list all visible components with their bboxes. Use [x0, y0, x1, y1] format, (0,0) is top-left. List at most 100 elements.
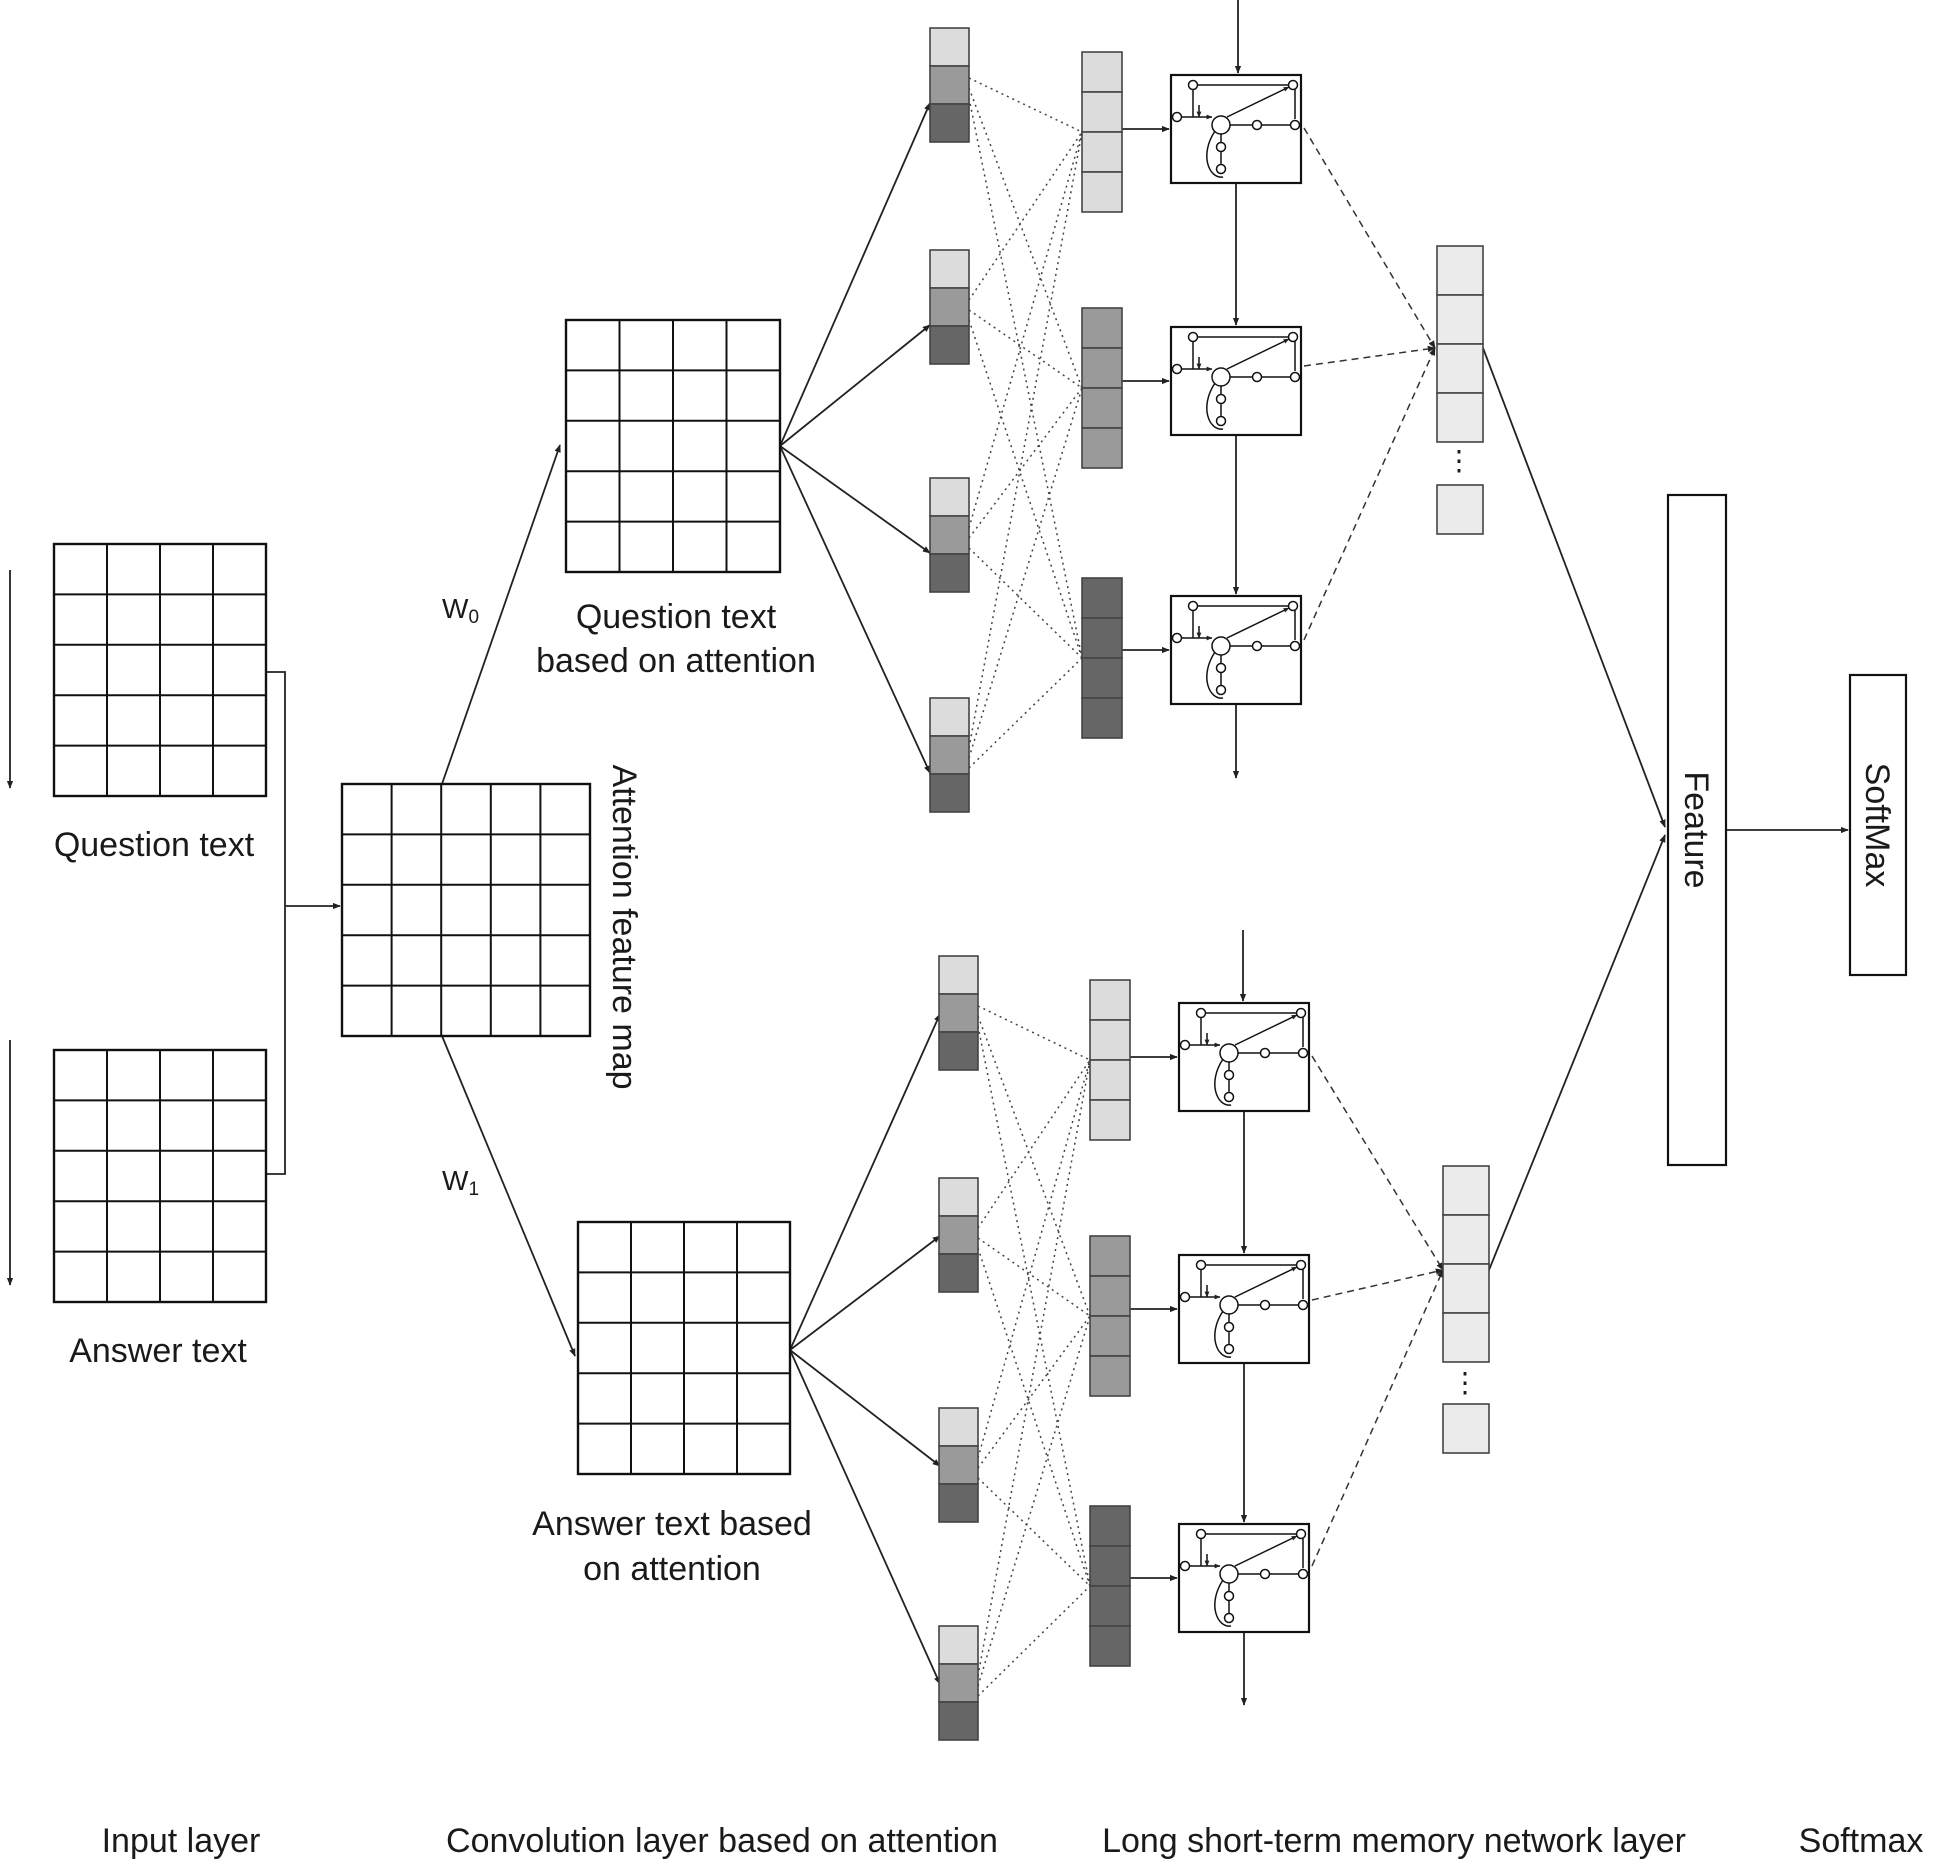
answer-conv-arrow-3 [789, 1349, 941, 1685]
question-conv-pool-link-1-1 [968, 309, 1083, 389]
answer-pool-vector-1-cell [1089, 1275, 1131, 1317]
answer-conv-vector-3 [938, 1625, 979, 1741]
question-lstm-cell-2-frame [1169, 594, 1303, 706]
answer-lstm-cell-2-gate-node [1195, 1528, 1207, 1540]
question-attention-label-line1: Question text [576, 598, 777, 636]
answer-lstm-cell-1-mult-node [1223, 1321, 1235, 1333]
question-output-vector-cell [1436, 294, 1484, 345]
question-conv-arrow-3 [779, 445, 931, 774]
w1-main: W [442, 1165, 469, 1196]
question-conv-vector-1-cell [929, 287, 970, 327]
connection-lines [6, 0, 1849, 1706]
answer-lstm-out-dashed-1 [1311, 1268, 1444, 1301]
question-lstm-out-dashed-1 [1303, 345, 1436, 367]
question-lstm-cell-0-diag-path [1226, 86, 1290, 118]
question-conv-vector-1-cell [929, 249, 970, 289]
answer-output-vector-cell [1442, 1263, 1490, 1314]
question-output-vector [1436, 245, 1484, 443]
answer-conv-vector-3-cell [938, 1701, 979, 1741]
question-lstm-cell-1-cell-node [1211, 367, 1231, 387]
answer-attention-label-line2: on attention [583, 1550, 761, 1588]
input-layer-label: Input layer [102, 1822, 261, 1860]
w1-arrow [441, 1035, 576, 1357]
question-output-vector-cell [1436, 343, 1484, 394]
answer-conv-vector-0-cell [938, 993, 979, 1033]
answer-lstm-cell-1-cell-node [1219, 1295, 1239, 1315]
question-text-matrix [52, 542, 268, 798]
answer-conv-vector-0 [938, 955, 979, 1071]
bottom-vector-ellipsis: ⋮ [1451, 1367, 1479, 1398]
question-conv-arrow-1 [779, 324, 931, 447]
softmax-box [1848, 673, 1908, 977]
question-pool-vector-1-cell [1081, 347, 1123, 389]
answer-conv-vector-2-cell [938, 1407, 979, 1447]
answer-lstm-cell-0-cell-node [1219, 1043, 1239, 1063]
w0-main: W [442, 593, 469, 624]
answer-to-feature-arrow [1488, 834, 1666, 1271]
question-pool-vector-2-cell [1081, 577, 1123, 619]
question-conv-vector-2 [929, 477, 970, 593]
answer-lstm-cell-0-self-loop [1214, 1058, 1232, 1106]
answer-pool-vector-2-cell [1089, 1505, 1131, 1547]
question-lstm-cell-1-mult-node [1215, 393, 1227, 405]
answer-lstm-cell-2-mult-node [1223, 1590, 1235, 1602]
attention-feature-map-label: Attention feature map [605, 764, 643, 1089]
question-lstm-out-dashed-2 [1303, 347, 1436, 641]
question-output-vector-last [1436, 484, 1484, 535]
question-lstm-cell-0-out-node [1251, 119, 1263, 131]
question-pool-vector-0-cell [1081, 171, 1123, 213]
answer-conv-vector-2 [938, 1407, 979, 1523]
question-conv-vector-3-cell [929, 697, 970, 737]
question-pool-vector-0-cell [1081, 51, 1123, 93]
answer-lstm-cell-2 [1177, 1522, 1311, 1634]
answer-conv-pool-link-3-1 [977, 1315, 1091, 1687]
question-lstm-cell-0-cell-node [1211, 115, 1231, 135]
answer-conv-pool-link-0-1 [977, 1015, 1091, 1317]
answer-lstm-cell-2-out-node [1259, 1568, 1271, 1580]
answer-lstm-cell-2-self-loop [1214, 1579, 1232, 1627]
question-lstm-cell-2-gate-node [1187, 600, 1199, 612]
convolution-layer-label: Convolution layer based on attention [446, 1822, 998, 1860]
question-conv-vector-3-cell [929, 773, 970, 813]
answer-conv-pool-link-0-2 [977, 1025, 1091, 1587]
answer-conv-vector-0-cell [938, 955, 979, 995]
question-lstm-cell-1-diag-path [1226, 338, 1290, 370]
question-conv-vector-3-cell [929, 735, 970, 775]
lstm-layer-label: Long short-term memory network layer [1102, 1822, 1686, 1860]
answer-conv-pool-link-3-2 [977, 1585, 1091, 1697]
answer-pool-vector-2-cell [1089, 1545, 1131, 1587]
answer-lstm-cell-1 [1177, 1253, 1311, 1365]
question-pool-vector-1-cell [1081, 427, 1123, 469]
text-matrices [52, 318, 792, 1476]
question-lstm-cell-1-in-node [1171, 363, 1183, 375]
answer-lstm-cell-2-bottom-node [1223, 1612, 1235, 1624]
w0-arrow [441, 444, 561, 785]
answer-output-vector-last-cell [1442, 1403, 1490, 1454]
answer-lstm-out-dashed-0 [1311, 1055, 1444, 1271]
question-conv-pool-link-3-1 [968, 387, 1083, 759]
answer-text-label: Answer text [69, 1332, 247, 1370]
answer-pool-vector-0-cell [1089, 1059, 1131, 1101]
question-conv-vector-2-cell [929, 553, 970, 593]
answer-conv-vector-0-cell [938, 1031, 979, 1071]
answer-conv-pool-link-2-2 [977, 1477, 1091, 1587]
w1-label: W1 [442, 1165, 479, 1200]
answer-pool-vector-0-cell [1089, 1019, 1131, 1061]
question-lstm-cell-2-final-node [1289, 640, 1301, 652]
answer-lstm-cell-0-gate-node [1195, 1007, 1207, 1019]
question-lstm-out-dashed-0 [1303, 127, 1436, 349]
answer-pool-vector-0 [1089, 979, 1131, 1141]
feature-box [1666, 493, 1728, 1167]
question-lstm-cell-2-self-loop [1206, 651, 1224, 699]
answer-lstm-cell-1-bottom-node [1223, 1343, 1235, 1355]
question-conv-vector-0-cell [929, 103, 970, 143]
answer-text-matrix [52, 1048, 268, 1304]
question-output-vector-last-cell [1436, 484, 1484, 535]
answer-conv-vector-1-cell [938, 1177, 979, 1217]
question-lstm-cell-0-final-node [1289, 119, 1301, 131]
answer-conv-pool-link-1-0 [977, 1059, 1091, 1229]
question-conv-pool-link-2-1 [968, 387, 1083, 539]
answer-lstm-cell-2-in-node [1179, 1560, 1191, 1572]
answer-lstm-cell-0-bottom-node [1223, 1091, 1235, 1103]
